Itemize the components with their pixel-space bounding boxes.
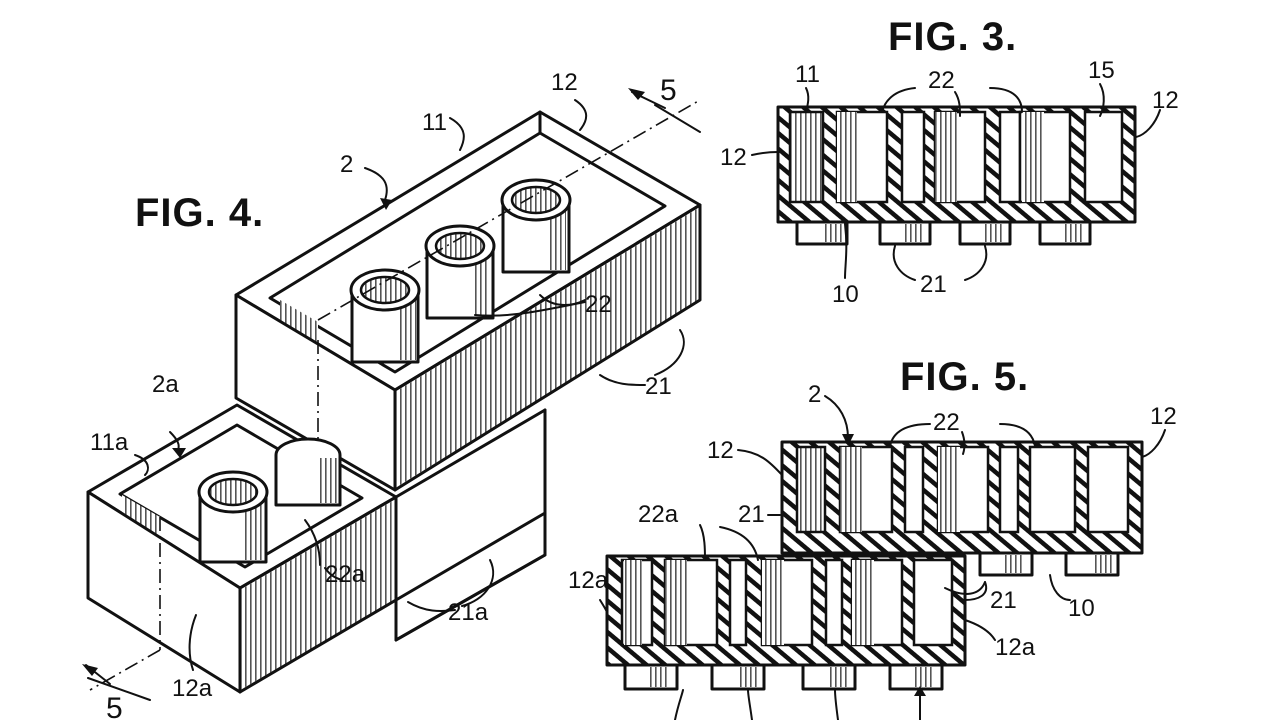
fig3-label-12-left: 12 [720, 144, 747, 171]
fig4-label-5-top: 5 [660, 74, 677, 107]
fig3-label-12-right: 12 [1152, 87, 1179, 114]
fig4-label-12a: 12a [172, 675, 213, 702]
brick-2 [234, 88, 702, 492]
tube-22-2 [424, 224, 496, 320]
fig4-label-21: 21 [645, 373, 672, 400]
fig4-label-22: 22 [585, 291, 612, 318]
figure-4: FIG. 4. 12 5 11 2 22 21 2a 11a 22a 21a 1… [82, 69, 702, 720]
fig4-label-11a: 11a [90, 429, 129, 456]
fig5-label-12a-left: 12a [568, 567, 609, 594]
fig4-label-12: 12 [551, 69, 578, 96]
fig5-label-21-lower: 21 [990, 587, 1017, 614]
brick-2a [82, 403, 547, 701]
figure-5: FIG. 5. [568, 355, 1177, 720]
fig5-label-10: 10 [1068, 595, 1095, 622]
figure-3: FIG. 3. 11 22 15 12 [720, 15, 1179, 308]
fig5-title: FIG. 5. [900, 355, 1029, 399]
fig4-label-2: 2 [340, 151, 353, 178]
fig5-label-12a-right: 12a [995, 634, 1036, 661]
fig3-label-10: 10 [832, 281, 859, 308]
fig3-label-22: 22 [928, 67, 955, 94]
tube-22a-2 [274, 437, 342, 507]
fig3-label-15: 15 [1088, 57, 1115, 84]
fig4-title: FIG. 4. [135, 191, 264, 235]
tube-22a-1 [197, 470, 269, 564]
fig3-label-11: 11 [795, 61, 820, 88]
fig4-label-5-bottom: 5 [106, 692, 123, 720]
fig4-label-21a: 21a [448, 599, 489, 626]
fig5-label-2: 2 [808, 381, 821, 408]
tube-22-1 [349, 268, 421, 364]
fig4-label-11: 11 [422, 109, 447, 136]
fig4-label-2a: 2a [152, 371, 179, 398]
fig3-label-21: 21 [920, 271, 947, 298]
fig5-label-22a: 22a [638, 501, 679, 528]
fig5-label-12-left: 12 [707, 437, 734, 464]
tube-22-3 [500, 178, 572, 274]
fig3-title: FIG. 3. [888, 15, 1017, 59]
fig4-label-22a: 22a [325, 561, 366, 588]
fig5-label-22: 22 [933, 409, 960, 436]
fig5-label-12-right: 12 [1150, 403, 1177, 430]
fig5-label-21-upper: 21 [738, 501, 765, 528]
